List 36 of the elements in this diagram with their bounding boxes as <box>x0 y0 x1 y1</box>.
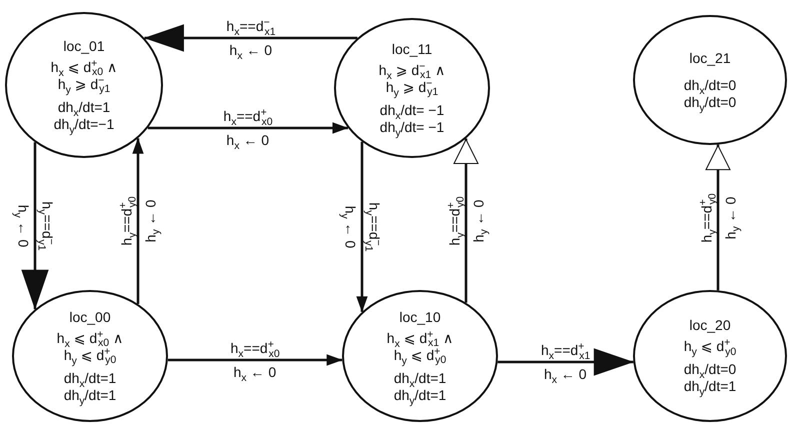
arrow <box>356 142 368 312</box>
formula: dh$_{x}$/dt=0 <box>684 76 736 94</box>
formula: h$_{x}$ ⩾ d$^{−}$$_{x1}$ ∧ <box>378 62 446 78</box>
formula: dh$_{x}$/dt=1 <box>64 370 116 386</box>
reset-label: h$_{x}$ ← 0 <box>234 364 276 380</box>
formula: h$_{x}$ ⩽ d$^{+}$$_{x1}$ ∧ <box>386 330 454 346</box>
state-name: loc_20 <box>689 317 731 334</box>
arrow <box>168 354 342 366</box>
state-circle <box>12 290 168 422</box>
formula: dh$_{x}$/dt= −1 <box>380 102 444 118</box>
state-circle <box>5 12 163 158</box>
arrow <box>148 122 348 134</box>
arrow <box>132 138 144 304</box>
formula: h$_{x}$ ⩽ d$^{+}$$_{x0}$ ∧ <box>56 330 124 346</box>
formula: h$_{x}$ ⩽ d$^{+}$$_{x0}$ ∧ <box>50 58 118 76</box>
formula: dh$_{x}$/dt=0 <box>684 361 736 378</box>
state-name: loc_21 <box>689 50 731 66</box>
state-name: loc_10 <box>399 308 441 326</box>
state-circle <box>342 290 498 422</box>
formula: dh$_{x}$/dt=1 <box>394 370 446 386</box>
reset-label: h$_{x}$ ← 0 <box>226 132 270 148</box>
state-circle <box>334 18 490 158</box>
reset-label: h$_{x}$ ← 0 <box>229 42 272 58</box>
state-circle <box>633 15 787 145</box>
arrow <box>454 138 478 303</box>
arrow <box>22 142 48 310</box>
arrow <box>498 348 634 376</box>
state-name: loc_11 <box>392 40 432 58</box>
arrow <box>706 144 730 290</box>
formula: dh$_{y}$/dt=1 <box>684 378 736 395</box>
state-name: loc_01 <box>63 38 105 54</box>
reset-label: h$_{x}$ ← 0 <box>544 366 587 382</box>
state-name: loc_00 <box>69 308 111 326</box>
arrow <box>144 24 358 52</box>
formula: dh$_{x}$/dt=1 <box>58 98 110 116</box>
state-circle <box>633 290 787 422</box>
